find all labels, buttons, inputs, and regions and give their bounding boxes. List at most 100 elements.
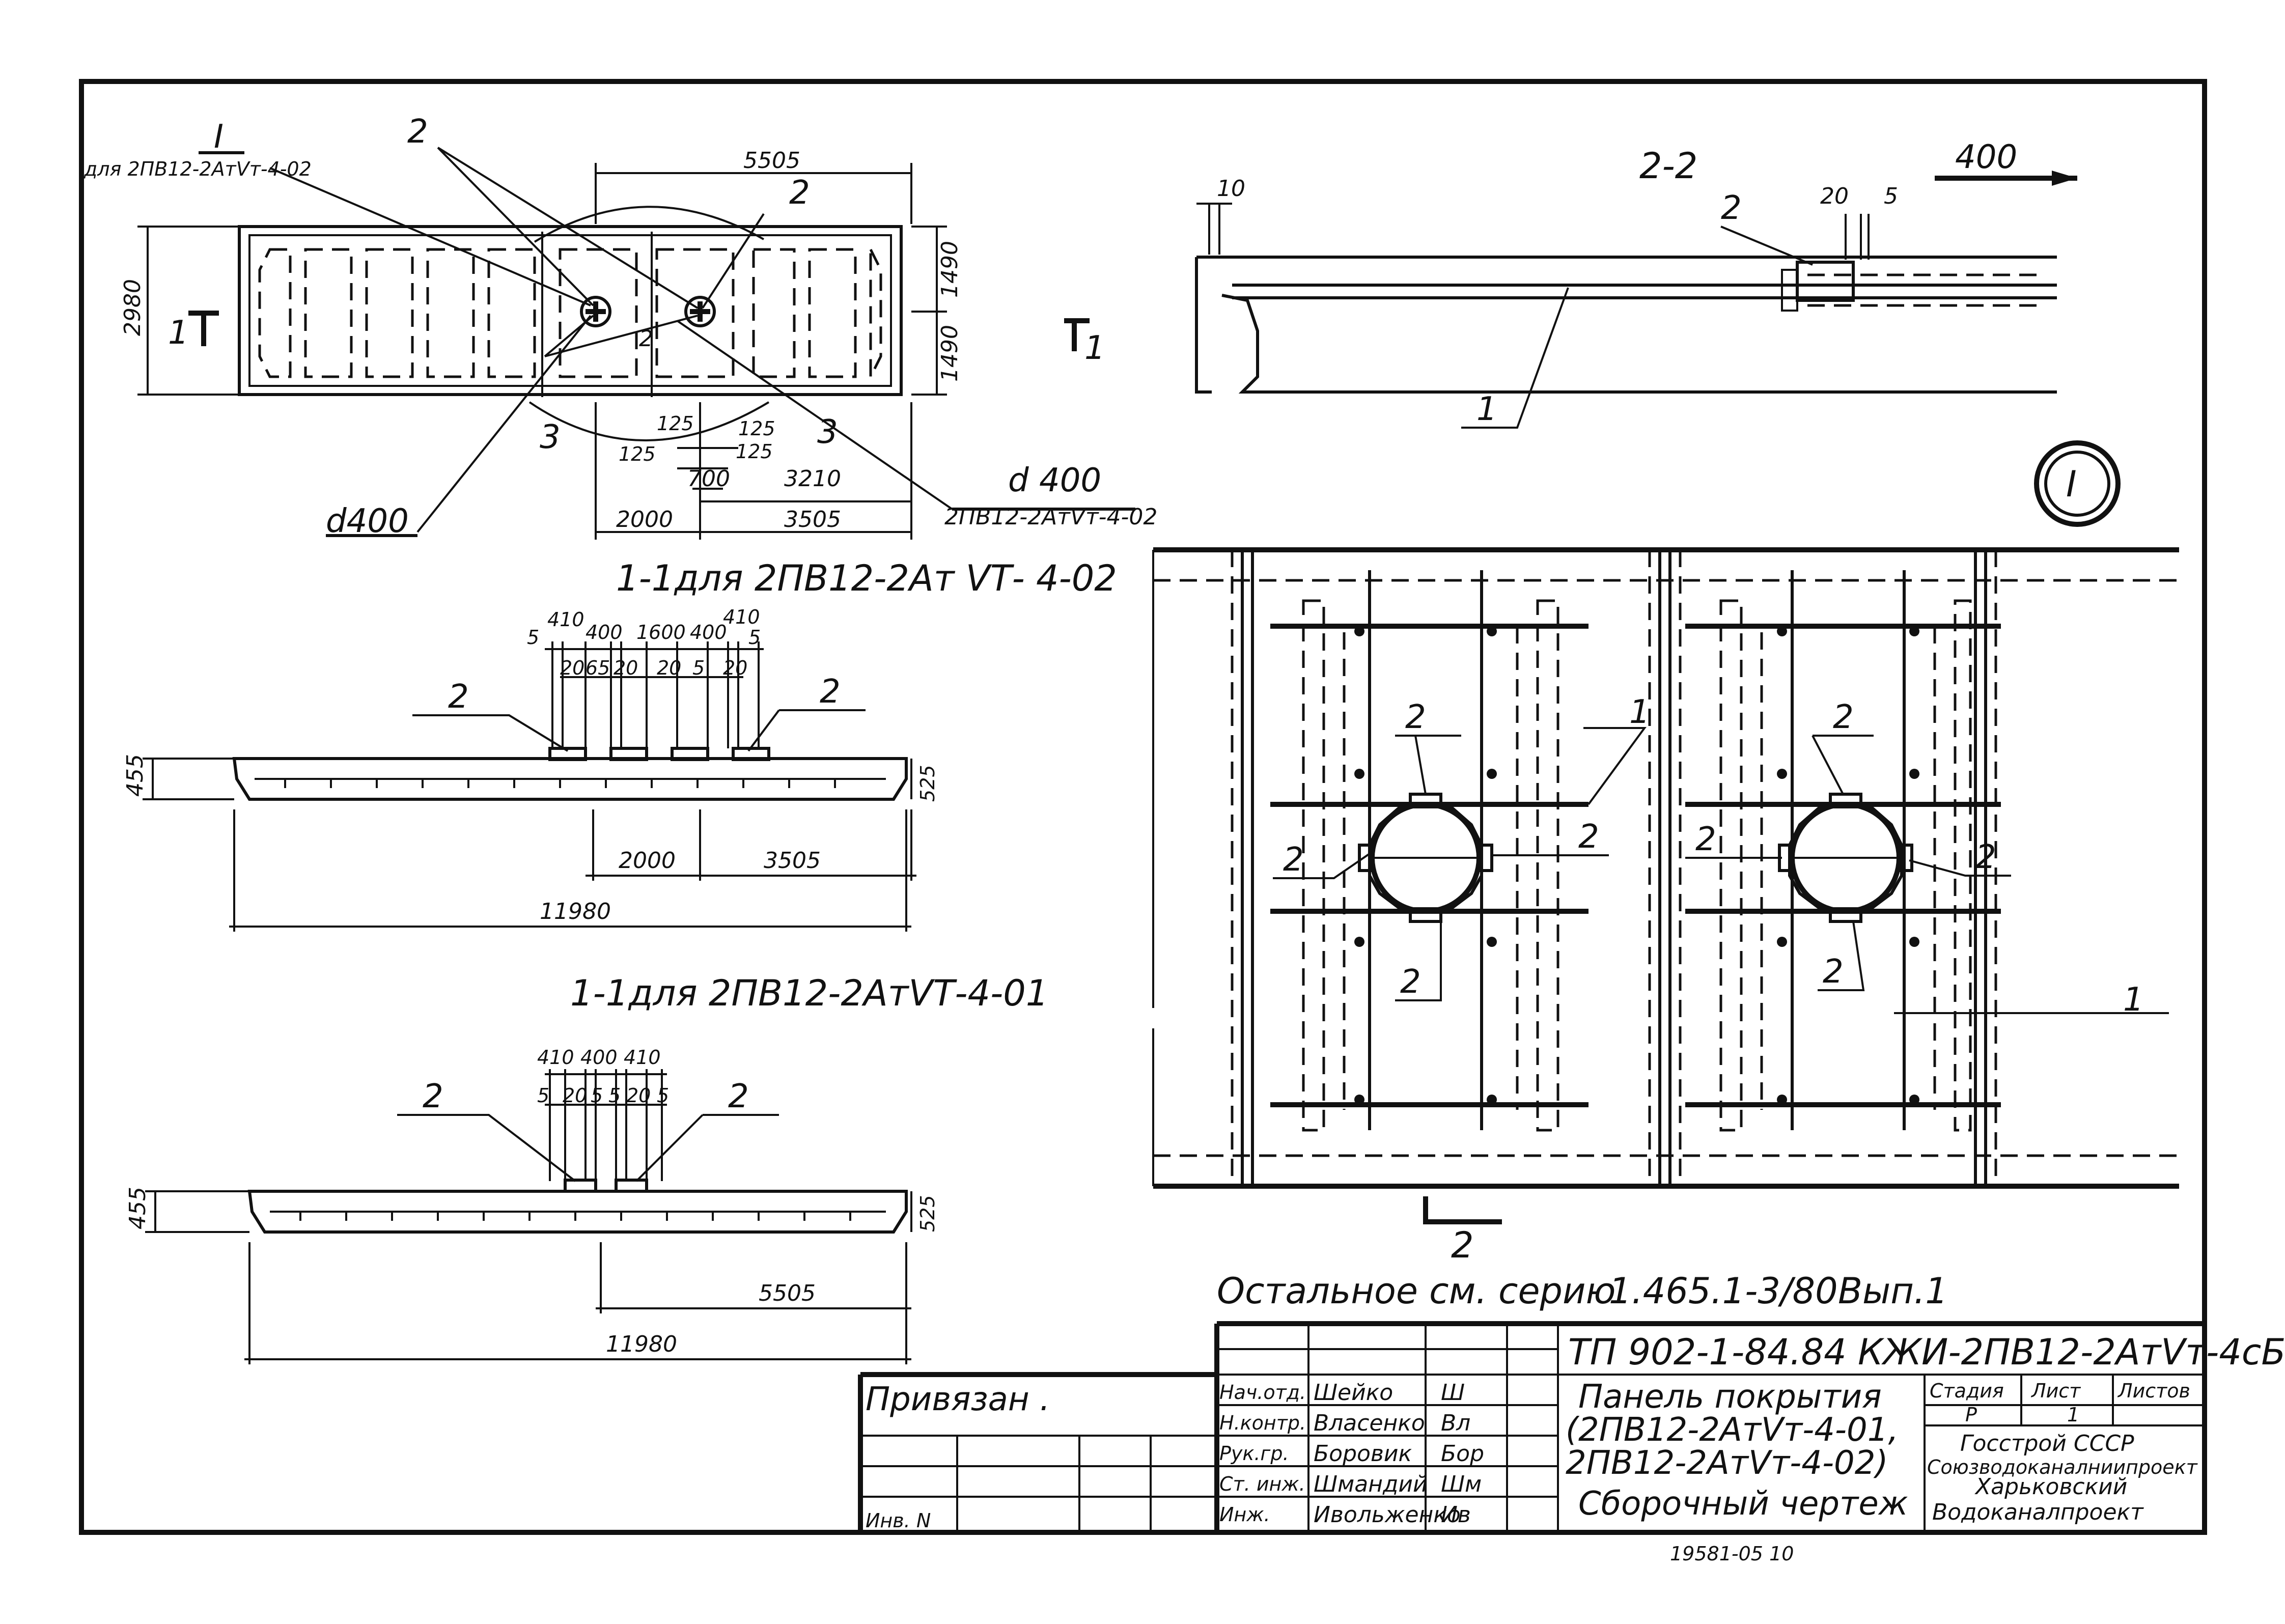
note-series-code: 1.465.1-3/80 — [1609, 1270, 1838, 1312]
dim-top-b-1: 400 — [580, 1046, 618, 1069]
dim-top-a-4: 400 — [690, 621, 727, 643]
section-1-1-a-title: 1-1для 2ПВ12-2Ат VТ- 4-02 — [616, 557, 1117, 599]
section-2-2-title: 2-2 — [1639, 145, 1697, 187]
row-1-role: Н.контр. — [1219, 1412, 1306, 1434]
callout-1-2-2: 1 — [1476, 390, 1497, 428]
col-stage: Стадия — [1930, 1380, 2004, 1402]
detail-callout-4: 1 — [1629, 693, 1650, 731]
section-1-1-a: 1-1для 2ПВ12-2Ат VТ- 4-02 5 410 400 1600… — [122, 557, 1117, 932]
detail-callout-0: 2 — [1405, 698, 1426, 736]
note-issue: Вып.1 — [1838, 1270, 1948, 1312]
dim-3505-a: 3505 — [764, 848, 821, 874]
dim-small-a-4: 5 — [692, 657, 705, 679]
callout-3-right: 3 — [817, 413, 838, 451]
dim-small-b-0: 5 — [537, 1084, 549, 1107]
detail-I: I 2 — [1152, 440, 2179, 1266]
dim-2000-a: 2000 — [619, 848, 676, 874]
dim-small-a-3: 20 — [657, 657, 681, 679]
sheet-frame — [79, 79, 2207, 1535]
dim-small-a-2: 20 — [614, 657, 638, 679]
plan-view: I для 2ПВ12-2АтVт-4-02 2 2 2 5505 2980 1… — [83, 113, 1157, 540]
note-see-series: Остальное см. серию — [1217, 1270, 1615, 1312]
row-2-role: Рук.гр. — [1219, 1442, 1289, 1465]
dim-5-2-2: 5 — [1884, 183, 1898, 209]
dim-small-b-4: 20 — [626, 1084, 651, 1107]
row-2-name: Боровик — [1314, 1441, 1412, 1467]
dim-10-2-2: 10 — [1217, 176, 1245, 202]
note-for-label: для 2ПВ12-2АтVт-4-02 — [83, 158, 312, 180]
dim-top-b-0: 410 — [537, 1046, 574, 1069]
desc-line-3: 2ПВ12-2АтVт-4-02) — [1566, 1444, 1888, 1482]
callout-2-b-left: 2 — [423, 1078, 443, 1115]
dim-lines-plan — [137, 163, 947, 540]
col-sheets: Листов — [2117, 1380, 2190, 1402]
section-mark-I: I — [214, 118, 224, 156]
row-4-sign: Ив — [1441, 1502, 1471, 1528]
dim-top-a-3: 1600 — [636, 621, 686, 643]
dim-top-a-6: 5 — [748, 626, 761, 649]
row-4-name: Ивольженко — [1314, 1502, 1461, 1528]
detail-callout-2: 2 — [1578, 818, 1599, 856]
col-sheet: Лист — [2030, 1380, 2081, 1402]
dim-small-a-0: 20 — [560, 657, 584, 679]
dim-125-d: 125 — [736, 440, 773, 463]
hole-right — [684, 296, 716, 327]
dim-top-a-5: 410 — [723, 606, 760, 628]
dim-125-b: 125 — [738, 417, 775, 440]
callout-2-b-right: 2 — [728, 1078, 749, 1115]
cut-mark-left: 1 — [168, 314, 189, 352]
org-line-2: Союзводоканалниипроект — [1927, 1456, 2198, 1478]
row-1-name: Власенко — [1314, 1410, 1425, 1436]
dim-3210: 3210 — [784, 466, 841, 492]
dim-2000-plan: 2000 — [616, 507, 673, 533]
val-sheet: 1 — [2067, 1404, 2079, 1426]
row-0-name: Шейко — [1314, 1380, 1393, 1406]
height-525-b: 525 — [916, 1195, 939, 1232]
dim-5505-b: 5505 — [759, 1280, 816, 1306]
dim-700: 700 — [687, 466, 730, 492]
org-line-1: Госстрой СССР — [1960, 1431, 2134, 1457]
callout-2-a-left: 2 — [448, 678, 469, 716]
dim-top-a-1: 410 — [547, 608, 584, 631]
title-block: Привязан . Инв. N ТП 902-1-84.84 КЖИ-2ПВ… — [858, 1321, 2285, 1565]
dim-small-b-2: 5 — [591, 1084, 603, 1107]
detail-callout-5: 2 — [1833, 698, 1854, 736]
row-1-sign: Вл — [1441, 1410, 1470, 1436]
hole-right-note: 2ПВ12-2АтVт-4-02 — [944, 504, 1157, 530]
dim-125-a: 125 — [657, 412, 694, 435]
section-2-2: 2-2 400 10 20 5 2 1 — [1195, 138, 2077, 429]
dim-11980-b: 11980 — [606, 1331, 677, 1357]
row-4-role: Инж. — [1219, 1503, 1270, 1526]
detail-callout-7: 2 — [1975, 838, 1996, 876]
bound-label: Привязан . — [866, 1381, 1050, 1418]
callout-2-right: 2 — [789, 174, 810, 212]
org-line-4: Водоканалпроект — [1932, 1499, 2144, 1525]
row-0-role: Нач.отд. — [1219, 1381, 1306, 1404]
dim-11980-a: 11980 — [540, 899, 611, 925]
dim-small-b-5: 5 — [657, 1084, 669, 1107]
section-1-1-b-title: 1-1для 2ПВ12-2АтVТ-4-01 — [570, 972, 1048, 1014]
height-525-a: 525 — [916, 765, 939, 802]
row-3-name: Шмандий — [1314, 1471, 1428, 1497]
detail-callout-6: 2 — [1695, 821, 1716, 858]
sheet-number: 19581-05 10 — [1670, 1543, 1794, 1565]
rib-pattern — [258, 248, 882, 378]
row-0-sign: Ш — [1441, 1380, 1465, 1406]
dim-3505-plan: 3505 — [784, 507, 841, 533]
dim-top-a-2: 400 — [586, 621, 623, 643]
val-stage: Р — [1965, 1404, 1977, 1426]
callout-2-2-2: 2 — [1721, 189, 1742, 227]
detail-I-mark: I — [2066, 463, 2077, 505]
dim-top-b-2: 410 — [624, 1046, 661, 1069]
hole-left-label: d400 — [326, 502, 409, 540]
doc-code: ТП 902-1-84.84 КЖИ-2ПВ12-2АтVт-4сБ — [1568, 1331, 2285, 1373]
dim-5505: 5505 — [743, 148, 800, 174]
dim-2980: 2980 — [120, 279, 146, 336]
height-455-a: 455 — [122, 754, 148, 797]
dim-1490-bottom: 1490 — [937, 325, 963, 382]
inv-label: Инв. N — [866, 1509, 931, 1532]
desc-line-2: (2ПВ12-2АтVт-4-01, — [1566, 1411, 1899, 1449]
dim-125-c: 125 — [619, 443, 656, 465]
dim-small-b-1: 20 — [563, 1084, 587, 1107]
detail-callout-8: 2 — [1823, 953, 1844, 991]
